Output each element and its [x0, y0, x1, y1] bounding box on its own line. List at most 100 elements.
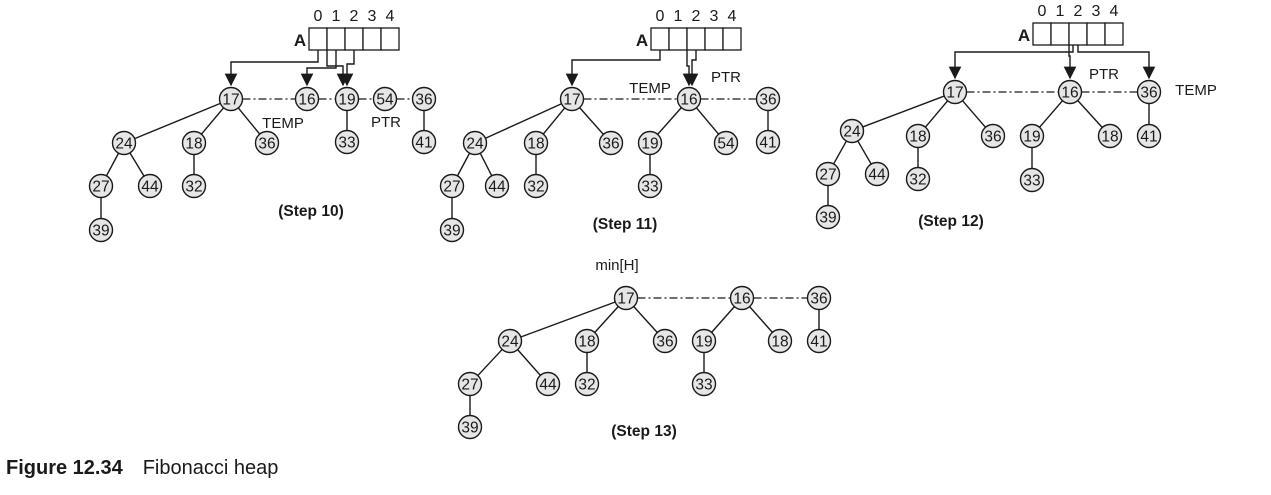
- tree-edge: [237, 107, 261, 135]
- heap-node-key: 16: [733, 291, 750, 308]
- heap-node-key: 36: [258, 136, 275, 153]
- min-pointer-label: min[H]: [595, 257, 638, 274]
- heap-node: 41: [806, 328, 832, 354]
- heap-node: 44: [864, 161, 890, 187]
- heap-node-key: 36: [415, 92, 432, 109]
- heap-node-circle: [767, 328, 793, 354]
- heap-node-circle: [864, 161, 890, 187]
- heap-node-key: 16: [298, 92, 315, 109]
- heap-node: 44: [535, 371, 561, 397]
- heap-node-circle: [691, 371, 717, 397]
- tree-edge: [134, 102, 221, 140]
- array-pointer-arrow: [1063, 45, 1077, 80]
- heap-node-key: 54: [376, 92, 394, 109]
- heap-node-key: 36: [1140, 85, 1157, 102]
- heap-node-circle: [942, 79, 968, 105]
- heap-node-key: 17: [563, 92, 580, 109]
- heap-node-circle: [806, 285, 832, 311]
- heap-node-key: 18: [909, 129, 926, 146]
- array-index-label: 2: [692, 8, 701, 25]
- heap-node: 32: [523, 173, 549, 199]
- heap-node: 33: [637, 173, 663, 199]
- heap-node-circle: [137, 173, 163, 199]
- heap-node-circle: [411, 86, 437, 112]
- heap-node-circle: [88, 173, 114, 199]
- tree-edge: [657, 107, 682, 135]
- heap-node: 18: [181, 130, 207, 156]
- tree-edge: [1077, 100, 1103, 128]
- heap-node-key: 36: [602, 136, 619, 153]
- heap-node: 36: [254, 130, 280, 156]
- array-cell: [344, 27, 364, 51]
- heap-node-key: 18: [578, 334, 595, 351]
- heap-node-key: 41: [415, 135, 432, 152]
- heap-node-key: 36: [810, 291, 827, 308]
- heap-node-circle: [218, 86, 244, 112]
- heap-node: 18: [523, 130, 549, 156]
- pointer-label: TEMP: [629, 80, 671, 97]
- heap-node-key: 27: [819, 167, 836, 184]
- heap-node-key: 36: [984, 129, 1001, 146]
- heap-node-key: 17: [946, 85, 963, 102]
- array-cell: [1086, 22, 1106, 46]
- tree-edge: [542, 107, 566, 135]
- tree-edge: [485, 103, 562, 139]
- array-index-label: 4: [1110, 3, 1119, 20]
- heap-node: 41: [411, 129, 437, 155]
- heap-node: 19: [1019, 123, 1045, 149]
- heap-node-circle: [523, 173, 549, 199]
- heap-node-key: 41: [810, 334, 827, 351]
- heap-node: 24: [839, 118, 865, 144]
- heap-node-circle: [729, 285, 755, 311]
- pointer-label: TEMP: [1175, 82, 1217, 99]
- heap-node: 36: [411, 86, 437, 112]
- heap-node: 16: [1057, 79, 1083, 105]
- heap-node-key: 19: [641, 136, 658, 153]
- heap-node-circle: [691, 328, 717, 354]
- heap-node-circle: [535, 371, 561, 397]
- heap-node: 36: [806, 285, 832, 311]
- array-cell: [1032, 22, 1052, 46]
- heap-node-key: 16: [1061, 85, 1078, 102]
- heap-node-key: 44: [868, 167, 886, 184]
- heap-node-key: 27: [92, 179, 109, 196]
- pointer-label: PTR: [371, 114, 401, 131]
- heap-node-circle: [652, 328, 678, 354]
- heap-node-circle: [523, 130, 549, 156]
- tree-edge: [520, 301, 616, 338]
- array-cell: [668, 27, 688, 51]
- heap-node-circle: [88, 217, 114, 243]
- heap-node-circle: [574, 328, 600, 354]
- array-cell: [326, 27, 346, 51]
- heap-node: 32: [181, 173, 207, 199]
- heap-node-circle: [1097, 123, 1123, 149]
- heap-node: 17: [559, 86, 585, 112]
- heap-node-circle: [1136, 79, 1162, 105]
- tree-edge: [832, 140, 848, 165]
- heap-node-circle: [439, 173, 465, 199]
- array-cell: [650, 27, 670, 51]
- heap-node-key: 39: [461, 420, 478, 437]
- tree-edge: [695, 107, 720, 135]
- array-pointer-arrow: [224, 50, 319, 87]
- heap-node: 17: [218, 86, 244, 112]
- array-index-label: 3: [368, 8, 377, 25]
- heap-node-circle: [334, 86, 360, 112]
- array-index-label: 2: [350, 8, 359, 25]
- heap-node-circle: [1019, 123, 1045, 149]
- array-index-label: 0: [656, 8, 665, 25]
- heap-node-key: 18: [1101, 129, 1118, 146]
- array-cell: [308, 27, 328, 51]
- heap-node-circle: [111, 130, 137, 156]
- tree-edge: [961, 100, 987, 128]
- pointer-label: PTR: [711, 69, 741, 86]
- heap-node-key: 44: [539, 377, 557, 394]
- figure-title: Fibonacci heap: [142, 457, 279, 479]
- heap-node-key: 33: [641, 179, 658, 196]
- heap-node-circle: [462, 130, 488, 156]
- heap-node: 27: [457, 371, 483, 397]
- array-pointer-arrow: [565, 50, 661, 87]
- heap-node-key: 44: [488, 179, 506, 196]
- heap-node-key: 41: [1140, 129, 1157, 146]
